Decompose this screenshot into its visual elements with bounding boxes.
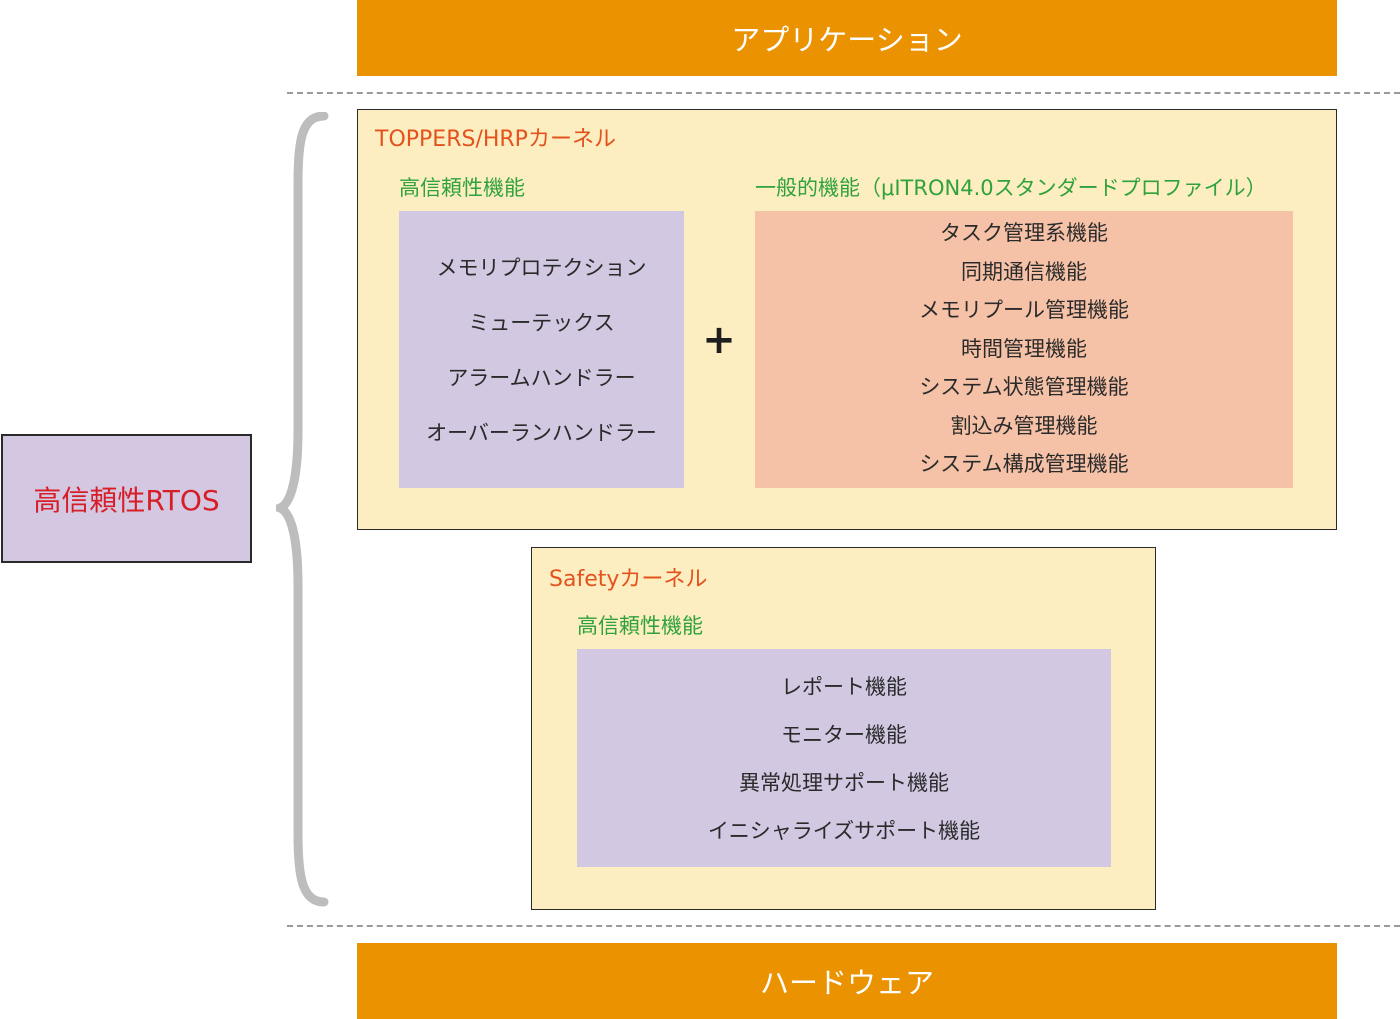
hrp-high-reliability-title: 高信頼性機能 [399,176,525,200]
function-item: システム状態管理機能 [919,375,1129,399]
hrp-kernel-title: TOPPERS/HRPカーネル [375,127,616,152]
function-item: 異常処理サポート機能 [739,771,949,795]
function-item: アラームハンドラー [447,366,636,390]
function-item: ミューテックス [468,311,615,335]
application-label: アプリケーション [731,23,963,57]
function-item: 時間管理機能 [961,336,1087,361]
hrp-high-reliability-panel: メモリプロテクション ミューテックス アラームハンドラー オーバーランハンドラー [399,211,684,488]
function-item: モニター機能 [781,723,907,747]
hrp-kernel-box: TOPPERS/HRPカーネル 高信頼性機能 一般的機能（μITRON4.0スタ… [357,109,1337,530]
safety-high-reliability-panel: レポート機能 モニター機能 異常処理サポート機能 イニシャライズサポート機能 [577,649,1111,867]
function-item: レポート機能 [781,675,907,699]
divider-bottom [287,925,1400,927]
hardware-label: ハードウェア [759,966,934,1000]
function-item: メモリプール管理機能 [919,298,1129,322]
application-layer: アプリケーション [357,0,1337,76]
divider-top [287,92,1400,94]
safety-high-reliability-title: 高信頼性機能 [577,614,703,638]
safety-kernel-title: Safetyカーネル [549,567,708,592]
rtos-label: 高信頼性RTOS [33,483,220,517]
plus-icon: + [702,317,736,363]
function-item: システム構成管理機能 [919,452,1129,476]
function-item: タスク管理系機能 [940,221,1108,245]
function-item: 割込み管理機能 [950,413,1098,438]
general-functions-title: 一般的機能（μITRON4.0スタンダードプロファイル） [755,176,1267,200]
general-functions-panel: タスク管理系機能 同期通信機能 メモリプール管理機能 時間管理機能 システム状態… [755,211,1293,488]
curly-brace-icon [276,112,329,907]
function-item: 同期通信機能 [961,259,1087,284]
function-item: オーバーランハンドラー [426,421,657,445]
function-item: イニシャライズサポート機能 [707,819,981,843]
safety-kernel-box: Safetyカーネル 高信頼性機能 レポート機能 モニター機能 異常処理サポート… [531,547,1156,910]
rtos-box: 高信頼性RTOS [1,434,252,563]
function-item: メモリプロテクション [436,256,647,280]
hardware-layer: ハードウェア [357,943,1337,1019]
